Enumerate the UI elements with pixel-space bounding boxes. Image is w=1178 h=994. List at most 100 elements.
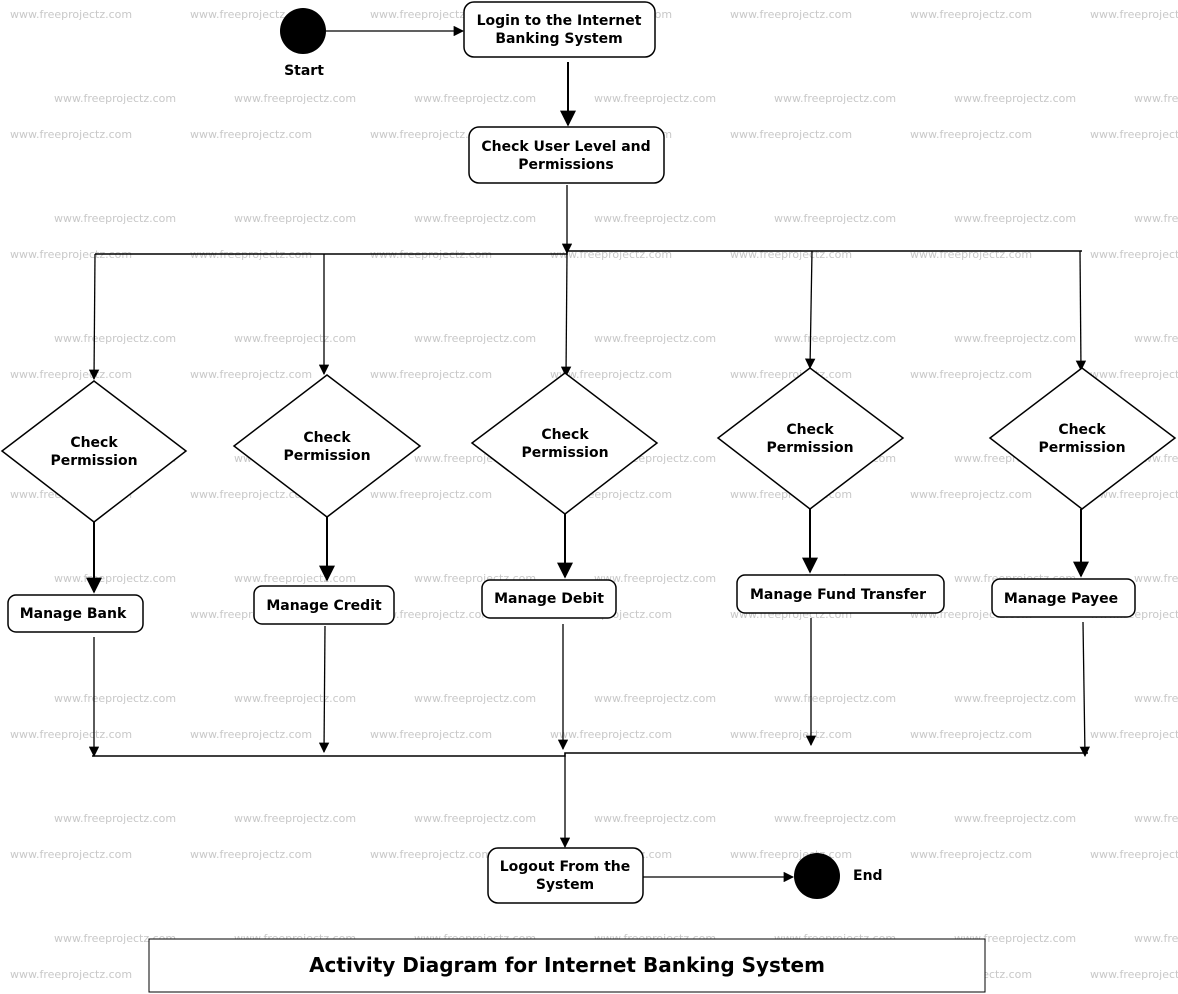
edge-fork-decision-5 xyxy=(1075,250,1087,372)
login-action xyxy=(463,1,656,58)
edge-fork-decision-3 xyxy=(560,253,572,378)
decision-1-label-line2: Permission xyxy=(50,453,137,469)
watermark-text: www.freeprojectz.com xyxy=(10,968,132,981)
watermark-text: www.freeprojectz.com xyxy=(54,212,176,225)
edge-payee-join xyxy=(1079,621,1091,758)
watermark-text: www.freeprojectz.com xyxy=(954,92,1076,105)
watermark-text: www.freeprojectz.com xyxy=(550,728,672,741)
watermark-text: www.freeprojectz.com xyxy=(190,128,312,141)
watermark-text: www.freeprojectz.com xyxy=(370,8,492,21)
watermark-text: www.freeprojectz.com xyxy=(954,332,1076,345)
watermark-text: www.freeprojectz.com xyxy=(234,692,356,705)
manage-credit-label: Manage Credit xyxy=(266,598,382,614)
watermark-text: www.freeprojectz.com xyxy=(234,572,356,585)
watermark-text: www.freeprojectz.com xyxy=(190,488,312,501)
check-user-label-line2: Permissions xyxy=(518,157,613,173)
watermark-text: www.freeprojectz.com xyxy=(414,812,536,825)
watermark-text: www.freeprojectz.com xyxy=(774,812,896,825)
watermark-text: www.freeprojectz.com xyxy=(1090,368,1178,381)
decision-3: Check Permission xyxy=(470,372,659,515)
watermark-text: www.freeprojectz.com xyxy=(10,728,132,741)
watermark-text: www.freeprojectz.com xyxy=(594,572,716,585)
decision-2: Check Permission xyxy=(232,374,422,518)
watermark-text: www.freeprojectz.com xyxy=(730,368,852,381)
decision-1-label-line1: Check xyxy=(70,435,118,451)
watermark-text: www.freeprojectz.com xyxy=(1134,212,1178,225)
decision-4-label-line2: Permission xyxy=(766,440,853,456)
watermark-text: www.freeprojectz.com xyxy=(234,332,356,345)
watermark-text: www.freeprojectz.com xyxy=(370,128,492,141)
join-bar xyxy=(92,752,1088,757)
watermark-text: www.freeprojectz.com xyxy=(414,332,536,345)
watermark-text: www.freeprojectz.com xyxy=(54,332,176,345)
watermark-text: www.freeprojectz.com xyxy=(1134,692,1178,705)
diagram-title: Activity Diagram for Internet Banking Sy… xyxy=(309,953,825,977)
watermark-text: www.freeprojectz.com xyxy=(730,248,852,261)
watermark-text: www.freeprojectz.com xyxy=(1090,128,1178,141)
decision-2-label-line1: Check xyxy=(303,430,351,446)
manage-credit-action xyxy=(253,585,395,625)
decision-4-label-line1: Check xyxy=(786,422,834,438)
edge-fork-decision-1 xyxy=(88,253,100,381)
watermark-text: www.freeprojectz.com xyxy=(774,92,896,105)
watermark-text: www.freeprojectz.com xyxy=(54,812,176,825)
watermark-text: www.freeprojectz.com xyxy=(594,692,716,705)
manage-bank-action xyxy=(7,594,144,633)
watermark-text: www.freeprojectz.com xyxy=(774,212,896,225)
watermark-text: www.freeprojectz.com xyxy=(190,368,312,381)
watermark-text: www.freeprojectz.com xyxy=(1090,8,1178,21)
watermark-text: www.freeprojectz.com xyxy=(954,212,1076,225)
logout-label-line2: System xyxy=(536,877,594,893)
watermark-text: www.freeprojectz.com xyxy=(190,728,312,741)
watermark-text: www.freeprojectz.com xyxy=(1134,812,1178,825)
decision-5: Check Permission xyxy=(988,367,1177,510)
watermark-text: www.freeprojectz.com xyxy=(234,212,356,225)
watermark-text: www.freeprojectz.com xyxy=(370,488,492,501)
watermark-text: www.freeprojectz.com xyxy=(730,128,852,141)
manage-fund-transfer-label: Manage Fund Transfer xyxy=(750,587,926,603)
manage-payee-action xyxy=(991,578,1136,618)
watermark-text: www.freeprojectz.com xyxy=(910,248,1032,261)
watermark-text: www.freeprojectz.com xyxy=(414,212,536,225)
watermark-text: www.freeprojectz.com xyxy=(1134,572,1178,585)
watermark-text: www.freeprojectz.com xyxy=(730,728,852,741)
edge-fork-decision-4 xyxy=(804,250,816,370)
watermark-text: www.freeprojectz.com xyxy=(370,728,492,741)
watermark-text: www.freeprojectz.com xyxy=(10,128,132,141)
watermark-text: www.freeprojectz.com xyxy=(54,92,176,105)
watermark-text: www.freeprojectz.com xyxy=(10,848,132,861)
watermark-text: www.freeprojectz.com xyxy=(1134,932,1178,945)
start-label: Start xyxy=(284,63,324,79)
check-user-level-action xyxy=(468,126,665,184)
watermark-text: www.freeprojectz.com xyxy=(414,92,536,105)
watermark-text: www.freeprojectz.com xyxy=(10,8,132,21)
watermark-text: www.freeprojectz.com xyxy=(594,92,716,105)
logout-action xyxy=(487,847,644,904)
end-node xyxy=(794,853,840,899)
watermark-text: www.freeprojectz.com xyxy=(550,248,672,261)
watermark-text: www.freeprojectz.com xyxy=(54,692,176,705)
start-node xyxy=(280,8,326,54)
decision-3-label-line2: Permission xyxy=(521,445,608,461)
watermark-text: www.freeprojectz.com xyxy=(54,932,176,945)
decision-3-label-line1: Check xyxy=(541,427,589,443)
manage-bank-label: Manage Bank xyxy=(20,606,127,622)
watermark-text: www.freeprojectz.com xyxy=(1090,488,1178,501)
logout-label-line1: Logout From the xyxy=(500,859,631,875)
fork-bar xyxy=(95,250,1082,255)
watermark-text: www.freeprojectz.com xyxy=(370,608,492,621)
manage-debit-action xyxy=(481,579,617,619)
watermark-text: www.freeprojectz.com xyxy=(910,728,1032,741)
watermark-text: www.freeprojectz.com xyxy=(1090,728,1178,741)
watermark-text: www.freeprojectz.com xyxy=(910,8,1032,21)
watermark-text: www.freeprojectz.com xyxy=(1090,968,1178,981)
watermark-text: www.freeprojectz.com xyxy=(370,848,492,861)
decision-2-label-line2: Permission xyxy=(283,448,370,464)
watermark-text: www.freeprojectz.com xyxy=(54,572,176,585)
watermark-text: www.freeprojectz.com xyxy=(1090,248,1178,261)
manage-fund-transfer-action xyxy=(736,574,945,614)
watermark-text: www.freeprojectz.com xyxy=(414,692,536,705)
watermark-text: www.freeprojectz.com xyxy=(594,812,716,825)
watermark-text: www.freeprojectz.com xyxy=(774,692,896,705)
